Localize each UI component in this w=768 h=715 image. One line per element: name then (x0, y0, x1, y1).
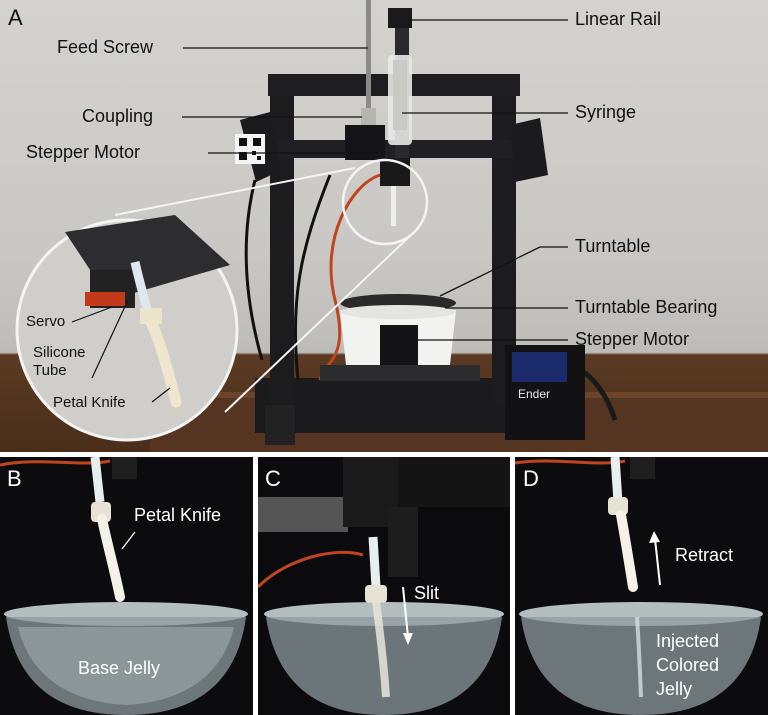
d-tube (610, 457, 623, 503)
feed-screw (366, 0, 371, 140)
panel-b-illustration (0, 457, 248, 715)
panel-a-illustration: Ender (15, 0, 768, 452)
label-syringe: Syringe (575, 102, 637, 122)
nozzle-tip (391, 186, 396, 226)
panel-letter-a: A (8, 5, 23, 30)
label-slit: Slit (414, 583, 440, 603)
panel-d-retract: D Retract Injected Colored Jelly (515, 457, 768, 715)
label-jelly: Jelly (656, 679, 693, 699)
linear-rail-cap (388, 8, 412, 28)
c-slit-arrow (402, 586, 409, 638)
label-turntable-bearing: Turntable Bearing (575, 297, 718, 317)
servo-wire (318, 173, 381, 381)
label-base-jelly: Base Jelly (78, 658, 161, 678)
zoom-source-circle (341, 158, 429, 246)
label-injected: Injected (656, 631, 720, 651)
d-injected-streak (635, 616, 643, 698)
coupling-part (361, 108, 376, 128)
c-tube (368, 536, 381, 588)
panel-c-slit: C Slit (258, 457, 510, 715)
leader-petal-knife-inset (151, 387, 171, 403)
nozzle-block (380, 158, 410, 186)
leader-silicone-tube (91, 299, 129, 379)
zoom-connector-bottom (224, 235, 411, 413)
label-tube: Tube (33, 362, 67, 379)
label-silicone: Silicone (33, 344, 86, 361)
panel-letter-d: D (523, 466, 539, 491)
zoom-connector-top (114, 167, 356, 216)
control-screen (512, 352, 567, 382)
printer-brand-label: Ender (518, 387, 550, 401)
panel-letter-c: C (265, 466, 281, 491)
panel-a-printer-setup: Ender (0, 0, 768, 452)
stepper-motor-bottom-body (380, 325, 418, 365)
right-gantry-bracket (510, 118, 548, 182)
leader-turntable (439, 246, 541, 297)
d-retract-arrow (654, 538, 661, 586)
b-petal-knife (97, 514, 125, 602)
d-petal-knife (616, 510, 638, 592)
panel-letter-b: B (7, 466, 22, 491)
label-stepper-motor-bottom: Stepper Motor (575, 329, 690, 349)
panel-d-illustration (515, 457, 763, 715)
panel-b-petal-knife: B Petal Knife Base Jelly (0, 457, 253, 715)
left-upright (270, 75, 294, 435)
print-bed (320, 365, 480, 381)
label-servo: Servo (26, 313, 66, 330)
b-tube (90, 457, 105, 503)
label-retract: Retract (675, 545, 734, 565)
label-turntable: Turntable (575, 236, 651, 256)
stepper-motor-top-body (345, 125, 385, 160)
b-leader-petal-knife (121, 531, 136, 550)
leader-servo (71, 306, 113, 323)
label-feed-screw: Feed Screw (57, 37, 154, 57)
inset-servo-red (85, 292, 125, 306)
printer-base (255, 378, 515, 433)
panel-c-illustration (258, 457, 510, 715)
label-colored: Colored (656, 655, 720, 675)
label-stepper-motor-top: Stepper Motor (26, 142, 141, 162)
c-knife-in-jelly (372, 601, 390, 698)
label-petal-knife-b: Petal Knife (134, 505, 222, 525)
label-linear-rail: Linear Rail (575, 9, 662, 29)
label-petal-knife-inset: Petal Knife (53, 394, 126, 411)
label-coupling: Coupling (82, 106, 154, 126)
